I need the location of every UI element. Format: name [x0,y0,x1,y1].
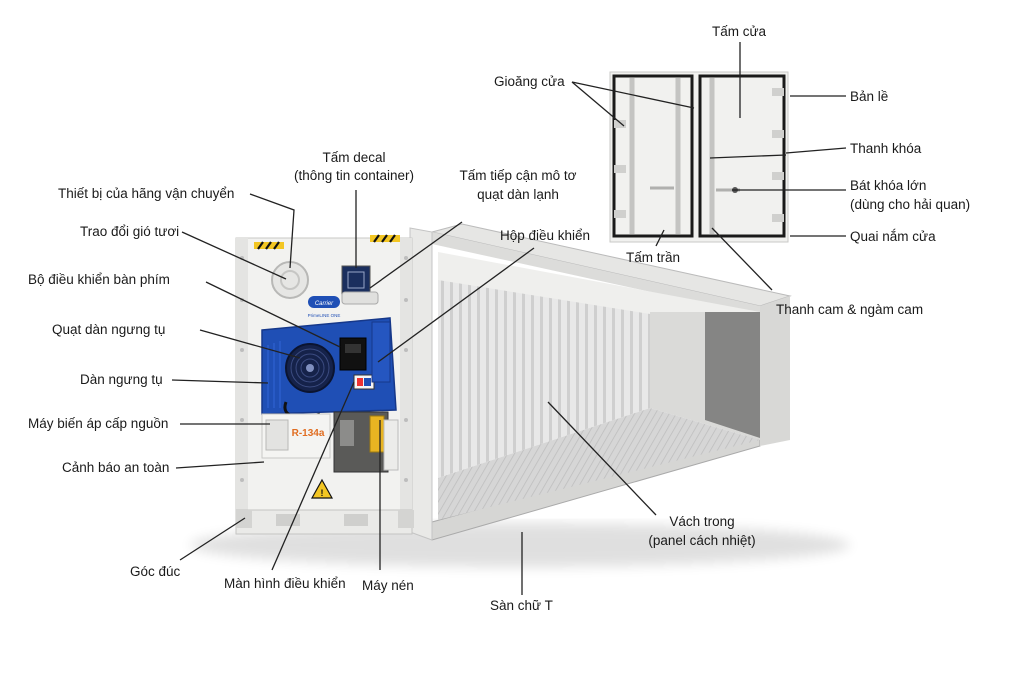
door-gasket-right [698,74,786,238]
label-ceiling: Tấm trần [626,250,680,265]
label-access-panel-1: Tấm tiếp cận mô tơ [460,168,577,183]
power-transformer [265,419,289,451]
label-inner-wall-1: Vách trong [669,514,734,529]
callout-lines [171,42,847,595]
bottom-frame [235,509,414,535]
hazard-stripes [254,234,400,250]
label-door-gasket: Gioăng cửa [494,74,565,89]
label-safety-warning: Cảnh báo an toàn [62,460,169,475]
container-doors [609,71,789,243]
label-corner-casting: Góc đúc [130,564,181,579]
door-hinges [614,88,784,222]
label-decal-1: Tấm decal [322,150,385,165]
brand-text: Carrier [315,301,334,307]
label-decal-2: (thông tin container) [294,168,414,183]
brand-logo [308,296,340,308]
refrigeration-unit [261,317,397,419]
refrigerant-label: R-134a [292,428,325,439]
callout-labels: Thiết bị của hãng vận chuyển Tấm decal (… [28,24,970,613]
model-text: PrimeLINE ONE [308,313,341,318]
safety-warning-sign: ! [310,478,334,499]
label-big-lock-2: (dùng cho hải quan) [850,197,970,212]
label-compressor: Máy nén [362,578,414,593]
label-t-floor: Sàn chữ T [490,598,553,613]
label-condenser: Dàn ngưng tụ [80,372,163,387]
label-condenser-fan: Quạt dàn ngưng tụ [52,322,165,337]
label-keypad: Bộ điều khiển bàn phím [28,272,170,287]
label-control-box: Hộp điều khiển [500,228,590,243]
label-access-panel-2: quạt dàn lạnh [477,187,559,202]
lower-unit: R-134a [261,411,399,473]
control-box [371,321,391,383]
evaporator-access-panel [341,291,379,305]
label-fresh-air: Trao đổi gió tươi [80,224,179,239]
corner-casting-right [398,510,414,528]
label-door-handle: Quai nắm cửa [850,229,936,244]
label-cam: Thanh cam & ngàm cam [776,302,923,317]
door-gasket-left [612,74,694,238]
label-carrier-device: Thiết bị của hãng vận chuyển [58,186,234,201]
label-big-lock-1: Bát khóa lớn [850,178,926,193]
decal-plate [341,265,371,295]
svg-text:!: ! [321,488,324,498]
keypad-controller [339,337,367,371]
label-hinge: Bản lề [850,89,888,104]
container-interior [438,252,760,520]
label-door-panel: Tấm cửa [712,24,767,39]
label-inner-wall-2: (panel cách nhiệt) [648,533,755,548]
label-transformer: Máy biến áp cấp nguồn [28,416,168,431]
label-lock-bar: Thanh khóa [850,141,922,156]
label-display: Màn hình điều khiển [224,576,346,591]
